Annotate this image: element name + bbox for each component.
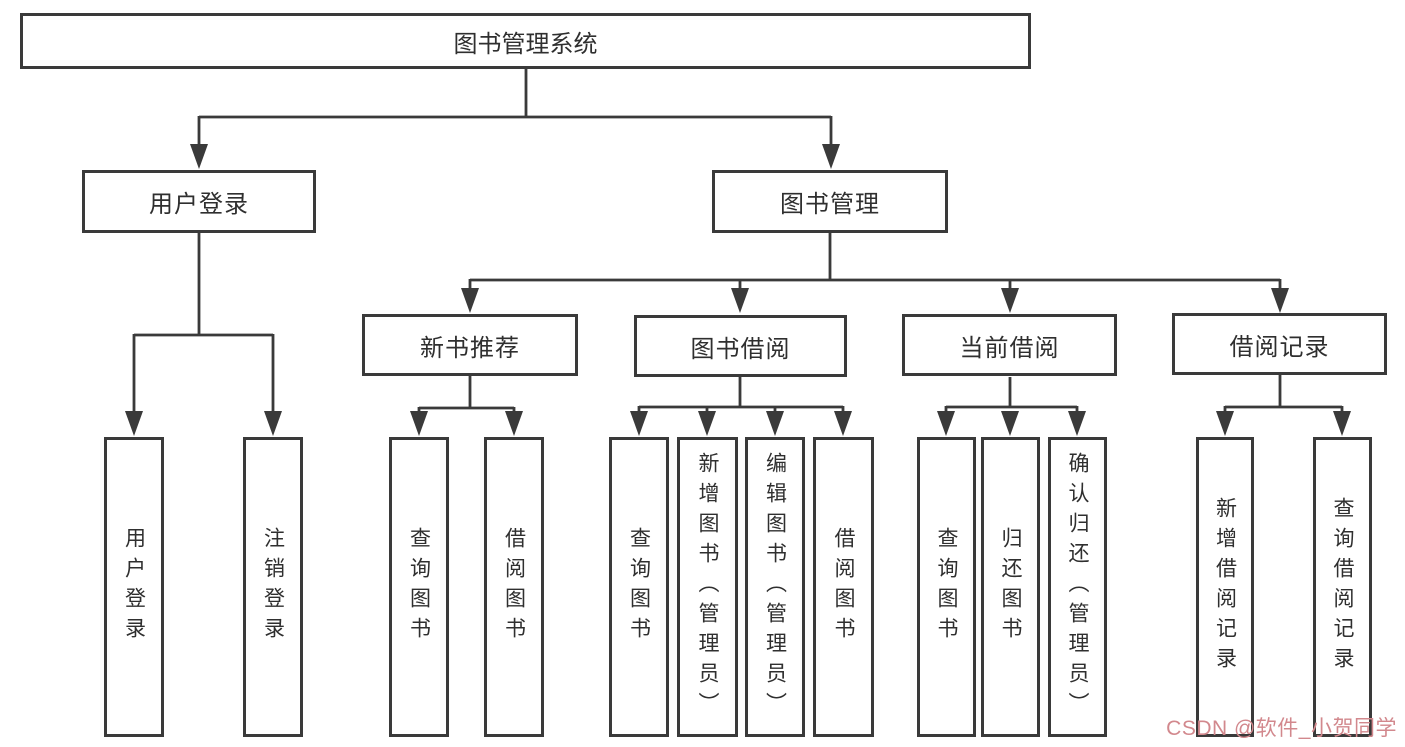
leaf-edit-book-admin: 编辑图书（管理员） <box>745 437 805 737</box>
leaf-return-book: 归还图书 <box>981 437 1040 737</box>
node-current-borrow-label: 当前借阅 <box>959 334 1060 362</box>
leaf-recommend-query-book-label: 查询图书 <box>407 527 431 647</box>
arrowheads <box>125 144 1351 436</box>
leaf-add-borrow-record-label: 新增借阅记录 <box>1213 497 1237 677</box>
node-book-borrow-label: 图书借阅 <box>690 335 791 363</box>
node-new-book-recommend-label: 新书推荐 <box>420 334 520 362</box>
node-book-management: 图书管理 <box>712 170 948 233</box>
leaf-recommend-query-book: 查询图书 <box>389 437 449 737</box>
leaf-edit-book-admin-label: 编辑图书（管理员） <box>763 452 787 722</box>
node-borrow-records-label: 借阅记录 <box>1229 333 1330 361</box>
leaf-current-query-book-label: 查询图书 <box>935 527 959 647</box>
node-borrow-records: 借阅记录 <box>1172 313 1387 375</box>
leaf-recommend-borrow-book-label: 借阅图书 <box>502 527 526 647</box>
leaf-add-book-admin-label: 新增图书（管理员） <box>696 452 720 722</box>
leaf-borrow-book: 借阅图书 <box>813 437 874 737</box>
leaf-add-borrow-record: 新增借阅记录 <box>1196 437 1254 737</box>
leaf-logout: 注销登录 <box>243 437 303 737</box>
node-user-login: 用户登录 <box>82 170 316 233</box>
leaf-confirm-return-admin: 确认归还（管理员） <box>1048 437 1107 737</box>
leaf-query-borrow-record: 查询借阅记录 <box>1313 437 1372 737</box>
node-current-borrow: 当前借阅 <box>902 314 1117 376</box>
leaf-query-borrow-record-label: 查询借阅记录 <box>1331 497 1355 677</box>
csdn-watermark: CSDN @软件_小贺同学 <box>1166 717 1397 740</box>
leaf-add-book-admin: 新增图书（管理员） <box>677 437 738 737</box>
leaf-borrow-book-label: 借阅图书 <box>832 527 856 647</box>
leaf-borrow-query-book: 查询图书 <box>609 437 669 737</box>
node-book-borrow: 图书借阅 <box>634 315 847 377</box>
leaf-logout-label: 注销登录 <box>261 527 285 647</box>
node-root-label: 图书管理系统 <box>453 30 598 58</box>
leaf-confirm-return-admin-label: 确认归还（管理员） <box>1066 452 1090 722</box>
leaf-borrow-query-book-label: 查询图书 <box>627 527 651 647</box>
leaf-recommend-borrow-book: 借阅图书 <box>484 437 544 737</box>
node-user-login-label: 用户登录 <box>149 191 249 218</box>
leaf-return-book-label: 归还图书 <box>999 527 1023 647</box>
leaf-user-login-label: 用户登录 <box>122 527 146 647</box>
leaf-user-login: 用户登录 <box>104 437 164 737</box>
node-book-management-label: 图书管理 <box>780 191 880 218</box>
leaf-current-query-book: 查询图书 <box>917 437 976 737</box>
node-root: 图书管理系统 <box>20 13 1031 69</box>
node-new-book-recommend: 新书推荐 <box>362 314 578 376</box>
